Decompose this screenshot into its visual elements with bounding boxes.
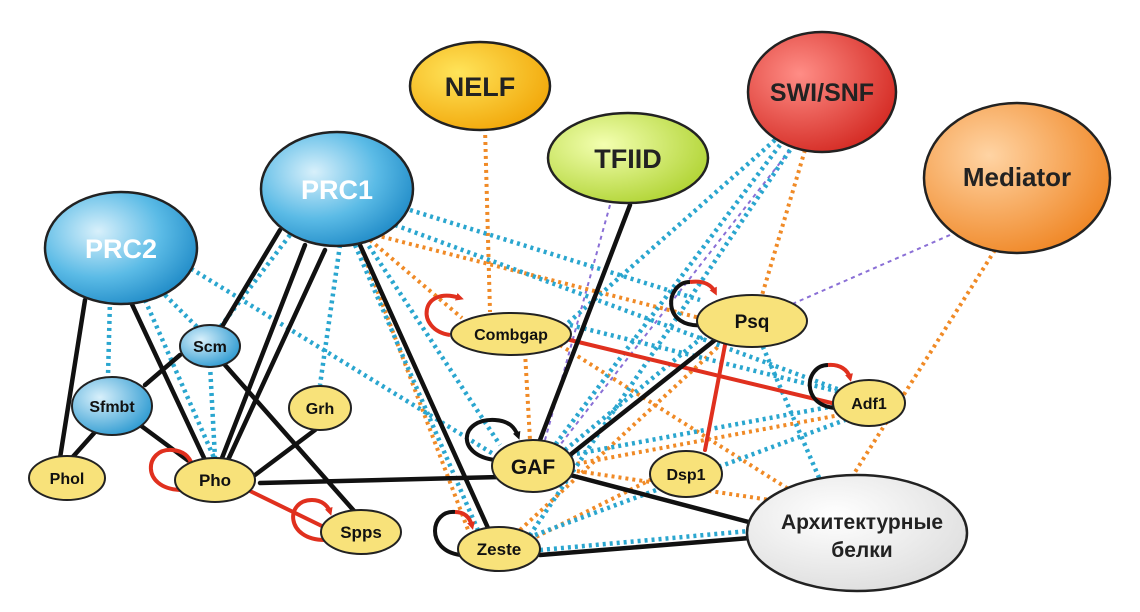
edge-black-pho-gaf — [257, 474, 503, 486]
edge-red-combgap-adf1 — [568, 338, 842, 407]
edge-black-tfiid-gaf — [537, 202, 633, 443]
edge-blue-prc1-grh — [317, 244, 343, 386]
edge-orange-swisnf-psq — [758, 149, 807, 303]
edge-blue-prc2-gaf — [183, 263, 497, 457]
edge-black-prc1-scm — [217, 227, 283, 333]
self-loop-psq-black — [669, 280, 706, 328]
node-tfiid: TFIID — [546, 111, 710, 205]
edge-orange-mediator-arch — [848, 248, 997, 482]
node-phol: Phol — [28, 455, 106, 501]
edge-purple-swisnf-gaf — [559, 149, 791, 446]
self-loop-zeste-black — [433, 509, 461, 557]
node-dsp1: Dsp1 — [649, 450, 723, 498]
blue-interaction-edges — [105, 138, 846, 553]
node-gaf-label: GAF — [511, 456, 556, 479]
edge-blue-prc1-zeste — [352, 244, 483, 536]
node-spps-label: Spps — [340, 523, 382, 542]
self-loop-adf1-red — [827, 362, 853, 382]
node-psq-label: Psq — [735, 312, 770, 333]
node-nelf: NELF — [408, 40, 552, 132]
self-loop-spps-red — [291, 497, 333, 542]
edge-blue-prc1-gaf — [363, 238, 502, 447]
edge-orange-prc1-combgap — [368, 238, 464, 320]
edge-orange-combgap-arch — [558, 343, 792, 492]
node-mediator-label: Mediator — [963, 162, 1071, 192]
edge-blue-zeste-arch — [539, 527, 761, 553]
node-adf1-label: Adf1 — [851, 396, 887, 413]
edge-black-prc1-zeste — [357, 242, 491, 531]
edge-black-gaf-psq — [567, 337, 718, 458]
self-loop-combgap — [424, 292, 464, 337]
edge-blue-zeste-adf1 — [534, 417, 846, 538]
edge-orange-gaf-arch — [569, 468, 771, 502]
node-dsp1-label: Dsp1 — [666, 467, 705, 484]
node-swisnf: SWI/SNF — [746, 30, 898, 154]
edge-blue-prc2-pho — [142, 299, 218, 461]
node-prc2-label: PRC2 — [85, 234, 157, 264]
edge-red-psq-dsp1 — [703, 343, 727, 452]
edge-orange-nelf-combgap — [483, 127, 492, 313]
self-loop-pho-red — [148, 447, 195, 492]
node-mediator: Mediator — [922, 101, 1112, 255]
node-architectural-proteins: Архитектурные белки — [745, 473, 969, 593]
edge-purple-mediator-psq — [789, 234, 951, 306]
node-sfmbt-label: Sfmbt — [89, 399, 135, 416]
node-pho-label: Pho — [199, 471, 231, 490]
edge-black-prc1-pho-2 — [225, 247, 328, 463]
edge-black-prc2-phol — [57, 297, 88, 461]
node-pho: Pho — [174, 457, 256, 503]
edge-blue-prc2-sfmbt — [105, 299, 113, 377]
edge-black-gaf-arch — [567, 472, 763, 528]
edge-blue-prc1-psq — [409, 207, 701, 303]
node-architectural-proteins-line2: белки — [831, 539, 892, 562]
self-loop-gaf-black — [464, 417, 521, 462]
self-loops — [148, 279, 853, 557]
node-zeste-label: Zeste — [477, 540, 521, 559]
orange-interaction-edges — [358, 127, 997, 542]
node-prc2: PRC2 — [43, 190, 199, 306]
node-adf1: Adf1 — [832, 379, 906, 427]
edge-blue-prc1-adf1 — [394, 222, 841, 393]
node-nelf-label: NELF — [445, 72, 516, 102]
black-interaction-edges — [57, 202, 763, 558]
edge-orange-prc1-zeste — [358, 244, 472, 536]
edge-blue-psq-arch — [757, 339, 823, 481]
edge-blue-scm-pho — [207, 364, 218, 459]
node-phol-label: Phol — [50, 471, 85, 488]
edge-black-grh-pho — [252, 427, 318, 478]
node-grh: Grh — [288, 385, 352, 431]
node-zeste: Zeste — [457, 526, 541, 572]
self-loop-psq-red — [689, 279, 717, 296]
self-loop-adf1-black — [807, 363, 836, 410]
node-tfiid-label: TFIID — [594, 144, 662, 174]
edge-black-prc1-pho — [219, 242, 308, 461]
edge-black-zeste-arch — [537, 535, 753, 558]
node-sfmbt: Sfmbt — [71, 376, 153, 436]
edge-black-sfmbt-pho — [137, 422, 193, 465]
edge-black-sfmbt-phol — [67, 429, 98, 463]
node-scm: Scm — [179, 324, 241, 368]
self-loop-zeste-red — [454, 510, 475, 530]
node-combgap: Combgap — [450, 312, 572, 356]
node-grh-label: Grh — [306, 401, 334, 418]
node-gaf: GAF — [491, 439, 575, 493]
edge-blue-combgap-adf1 — [569, 322, 841, 395]
node-scm-label: Scm — [193, 339, 227, 356]
edge-black-scm-sfmbt — [142, 352, 183, 388]
node-swisnf-label: SWI/SNF — [770, 79, 874, 107]
edge-blue-gaf-psq — [563, 333, 707, 452]
edge-black-prc2-pho — [127, 297, 208, 463]
edge-orange-zeste-dsp1 — [529, 468, 671, 542]
node-prc1: PRC1 — [259, 130, 415, 248]
node-psq: Psq — [696, 294, 808, 348]
node-spps: Spps — [320, 509, 402, 555]
edge-orange-combgap-gaf — [523, 351, 532, 441]
red-interaction-edges — [246, 338, 842, 532]
node-prc1-label: PRC1 — [301, 175, 373, 205]
node-combgap-label: Combgap — [474, 327, 548, 344]
edge-blue-prc2-scm — [158, 288, 202, 332]
edge-red-pho-spps — [246, 488, 332, 532]
node-architectural-proteins-line1: Архитектурные — [781, 511, 943, 534]
